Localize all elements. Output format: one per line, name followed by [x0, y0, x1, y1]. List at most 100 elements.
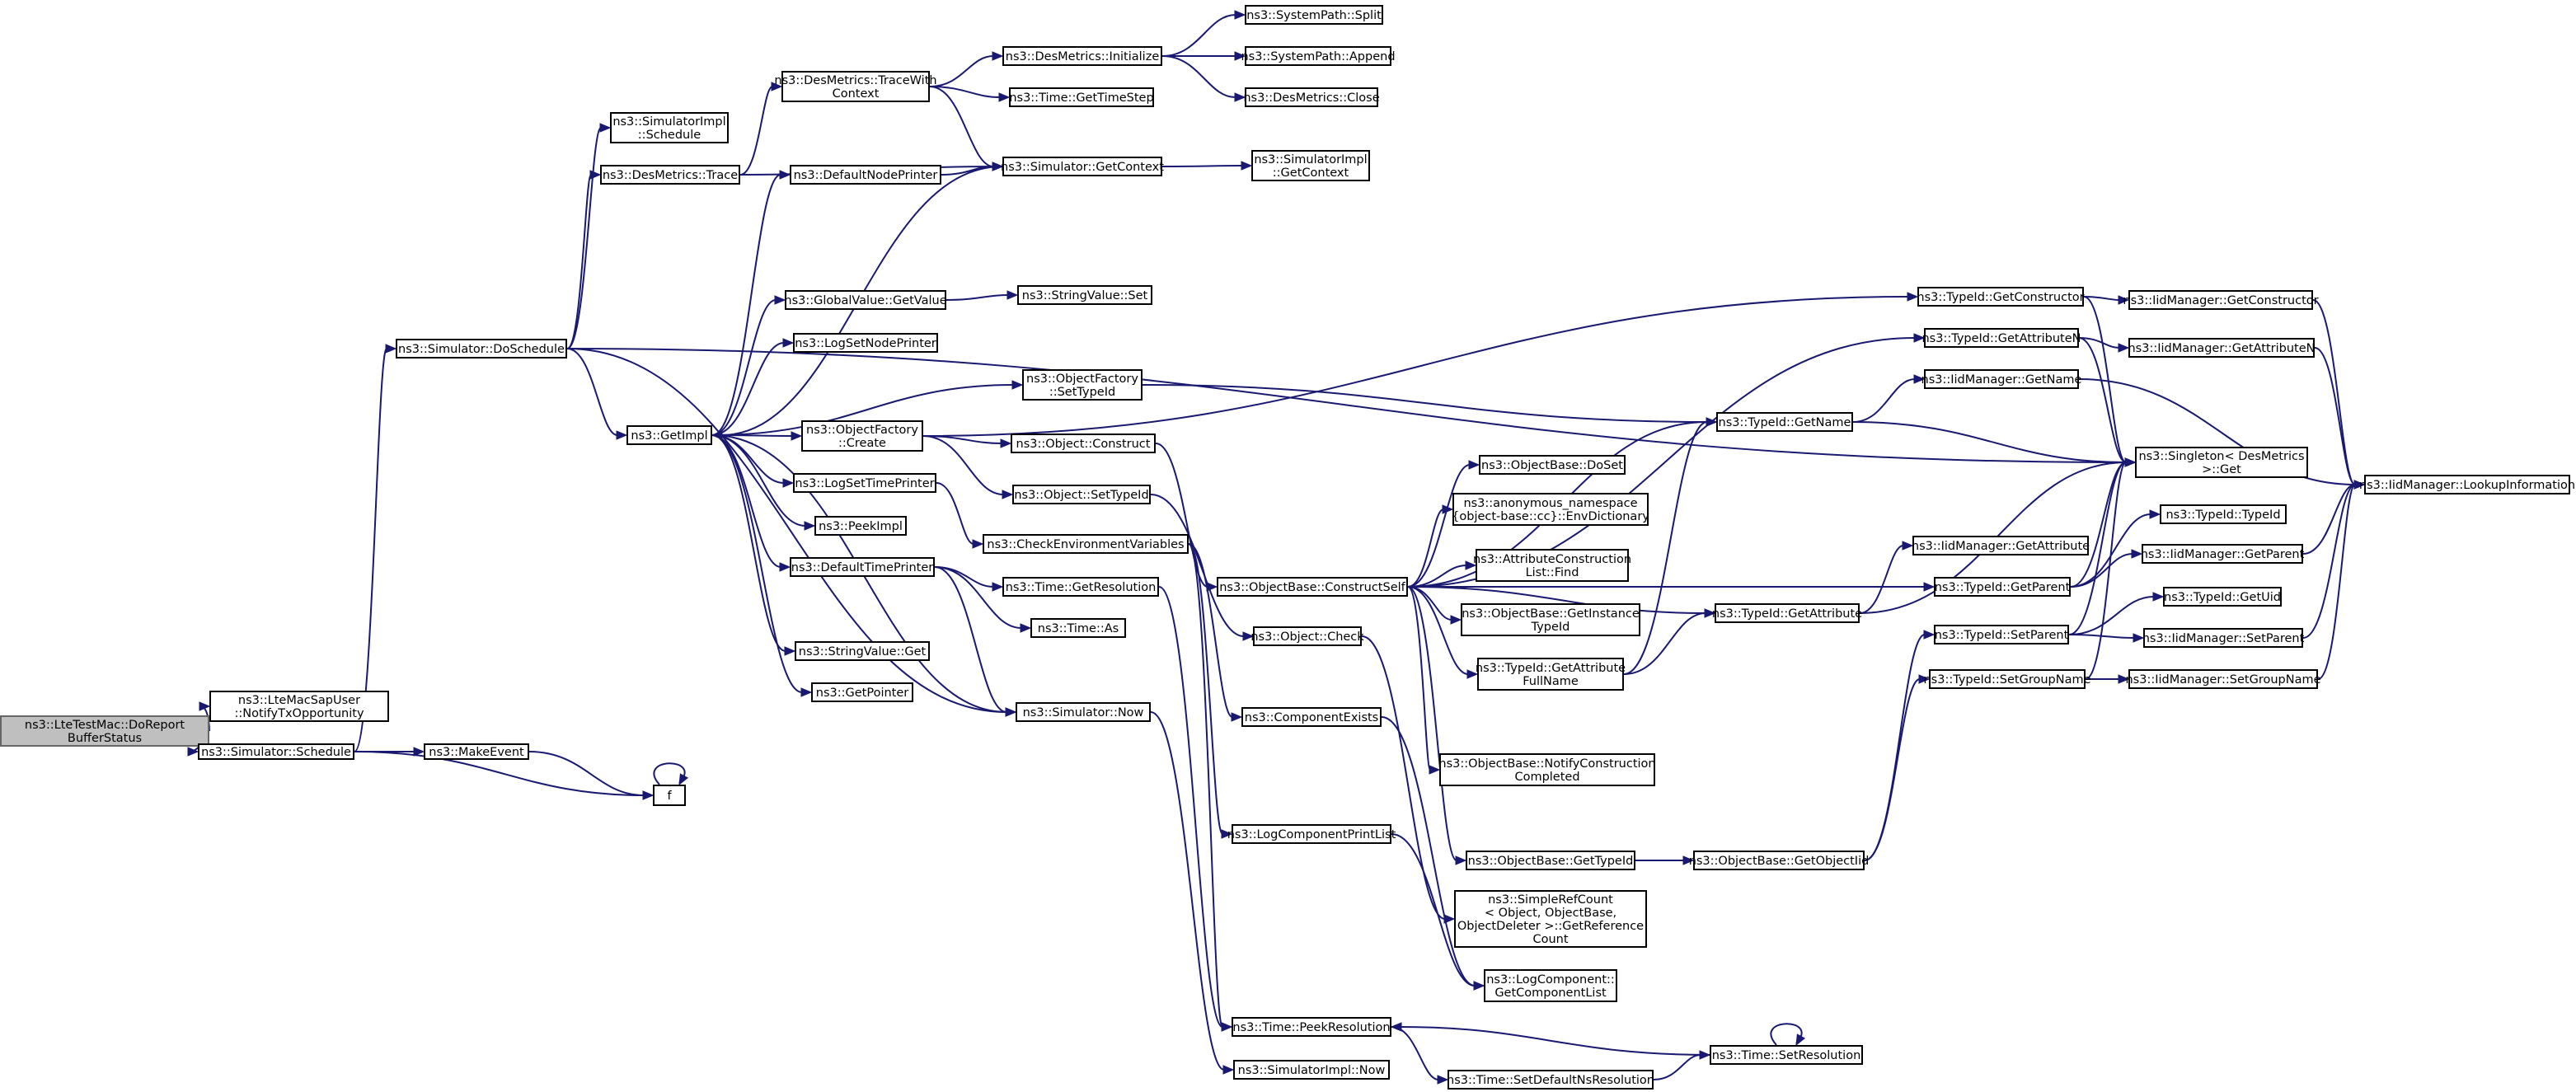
- node-typeid-getattribute[interactable]: ns3::TypeId::GetAttribute: [1712, 603, 1862, 623]
- node-label: ns3::DesMetrics::Close: [1243, 91, 1379, 105]
- node-typeid-setparent[interactable]: ns3::TypeId::SetParent: [1934, 625, 2069, 644]
- node-object-check[interactable]: ns3::Object::Check: [1250, 626, 1364, 646]
- node-typeid-getattributen[interactable]: ns3::TypeId::GetAttributeN: [1921, 328, 2081, 348]
- node-objectfactory-create[interactable]: ns3::ObjectFactory::Create: [801, 420, 923, 452]
- node-simimpl-schedule[interactable]: ns3::SimulatorImpl::Schedule: [610, 112, 729, 143]
- node-stringvalue-set[interactable]: ns3::StringValue::Set: [1017, 285, 1152, 305]
- edge-doschedule-to-singleton-get: [566, 348, 2127, 463]
- node-objectfactory-settypeid[interactable]: ns3::ObjectFactory::SetTypeId: [1022, 369, 1143, 401]
- node-simplerefcount[interactable]: ns3::SimpleRefCount< Object, ObjectBase,…: [1454, 890, 1647, 948]
- node-makeevent[interactable]: ns3::MakeEvent: [424, 743, 529, 760]
- node-envdictionary[interactable]: ns3::anonymous_namespace{object-base::cc…: [1452, 493, 1649, 526]
- node-globalvalue-getvalue[interactable]: ns3::GlobalValue::GetValue: [784, 290, 947, 310]
- node-iidmanager-setparent[interactable]: ns3::IidManager::SetParent: [2142, 628, 2305, 648]
- node-label: ns3::Time::GetTimeStep: [1009, 91, 1153, 105]
- node-label: ns3::LogComponent::: [1486, 973, 1615, 987]
- node-object-settypeid[interactable]: ns3::Object::SetTypeId: [1012, 485, 1151, 504]
- node-simulator-now[interactable]: ns3::Simulator::Now: [1016, 702, 1151, 722]
- node-time-setdefaultnsresolution[interactable]: ns3::Time::SetDefaultNsResolution: [1447, 1070, 1654, 1090]
- node-objectbase-doset[interactable]: ns3::ObjectBase::DoSet: [1479, 455, 1626, 475]
- node-time-gettimestep[interactable]: ns3::Time::GetTimeStep: [1009, 87, 1154, 107]
- node-getpointer[interactable]: ns3::GetPointer: [811, 682, 913, 702]
- node-logcomponentprintlist[interactable]: ns3::LogComponentPrintList: [1227, 824, 1396, 844]
- node-objectbase-notifyconstructioncompleted[interactable]: ns3::ObjectBase::NotifyConstructionCompl…: [1438, 753, 1656, 786]
- edge-getimpl-to-logsetnodeprinter: [711, 342, 785, 436]
- edge-checkenvvars-to-time-peekresolution: [1188, 543, 1223, 1028]
- arrow-head: [1222, 1065, 1235, 1075]
- node-simimpl-getcontext[interactable]: ns3::SimulatorImpl::GetContext: [1251, 150, 1370, 181]
- node-simimpl-now[interactable]: ns3::SimulatorImpl::Now: [1233, 1060, 1390, 1080]
- node-iidmanager-getconstructor[interactable]: ns3::IidManager::GetConstructor: [2123, 290, 2319, 310]
- node-desmetrics-trace[interactable]: ns3::DesMetrics::Trace: [600, 165, 740, 185]
- node-logsettimeprinter[interactable]: ns3::LogSetTimePrinter: [793, 473, 936, 493]
- node-iidmanager-lookupinformation[interactable]: ns3::IidManager::LookupInformation: [2359, 475, 2575, 494]
- node-box: [1934, 625, 2069, 644]
- node-componentexists[interactable]: ns3::ComponentExists: [1241, 707, 1382, 727]
- node-typeid-getconstructor[interactable]: ns3::TypeId::GetConstructor: [1917, 287, 2085, 307]
- edge-object-check-to-simplerefcount: [1361, 635, 1446, 920]
- node-box: [1448, 1070, 1654, 1090]
- node-time-peekresolution[interactable]: ns3::Time::PeekResolution: [1232, 1017, 1391, 1037]
- node-iidmanager-getparent[interactable]: ns3::IidManager::GetParent: [2141, 544, 2305, 564]
- node-object-construct[interactable]: ns3::Object::Construct: [1011, 434, 1156, 453]
- node-typeid-getname[interactable]: ns3::TypeId::GetName: [1716, 412, 1853, 432]
- node-label: ns3::TypeId::GetAttribute: [1712, 607, 1862, 621]
- node-typeid-typeid[interactable]: ns3::TypeId::TypeId: [2160, 504, 2287, 524]
- node-box: [1253, 626, 1362, 646]
- node-peekimpl[interactable]: ns3::PeekImpl: [814, 516, 907, 536]
- arrow-head: [1468, 460, 1480, 470]
- node-box: [1241, 707, 1382, 727]
- node-desmetrics-close[interactable]: ns3::DesMetrics::Close: [1243, 87, 1380, 107]
- node-box: [2135, 447, 2308, 478]
- node-label: ::SetTypeId: [1049, 386, 1115, 399]
- node-schedule[interactable]: ns3::Simulator::Schedule: [198, 743, 354, 760]
- node-time-setresolution[interactable]: ns3::Time::SetResolution: [1710, 1045, 1863, 1065]
- arrow-head: [1231, 712, 1243, 722]
- node-notify[interactable]: ns3::LteMacSapUser::NotifyTxOpportunity: [209, 691, 389, 722]
- node-logcomponent-getcomponentlist[interactable]: ns3::LogComponent::GetComponentList: [1484, 969, 1617, 1002]
- node-systempath-append[interactable]: ns3::SystemPath::Append: [1241, 46, 1396, 66]
- node-box: [1454, 890, 1647, 948]
- node-f[interactable]: f: [653, 785, 686, 806]
- node-doschedule[interactable]: ns3::Simulator::DoSchedule: [396, 339, 567, 359]
- node-box: [790, 165, 941, 185]
- node-checkenvvars[interactable]: ns3::CheckEnvironmentVariables: [983, 534, 1189, 554]
- node-label: ns3::anonymous_namespace: [1463, 497, 1637, 510]
- node-objectbase-gettypeid[interactable]: ns3::ObjectBase::GetTypeId: [1466, 851, 1635, 870]
- node-label: ns3::MakeEvent: [429, 746, 524, 759]
- arrow-head: [791, 431, 803, 441]
- node-box: [1009, 87, 1154, 107]
- node-iidmanager-getname[interactable]: ns3::IidManager::GetName: [1921, 369, 2082, 389]
- node-typeid-getuid[interactable]: ns3::TypeId::GetUid: [2163, 587, 2282, 607]
- node-time-getresolution[interactable]: ns3::Time::GetResolution: [1002, 577, 1159, 597]
- node-typeid-setgroupname[interactable]: ns3::TypeId::SetGroupName: [1923, 669, 2091, 689]
- edge-checkenvvars-to-componentexists: [1188, 543, 1233, 718]
- node-typeid-getparent[interactable]: ns3::TypeId::GetParent: [1934, 577, 2071, 597]
- node-iidmanager-getattributen[interactable]: ns3::IidManager::GetAttributeN: [2128, 338, 2316, 358]
- node-singleton-get[interactable]: ns3::Singleton< DesMetrics>::Get: [2135, 447, 2308, 478]
- arrow-head: [779, 562, 791, 572]
- node-objectbase-constructself[interactable]: ns3::ObjectBase::ConstructSelf: [1217, 577, 1408, 597]
- node-getimpl[interactable]: ns3::GetImpl: [626, 425, 712, 445]
- edge-typeid-getname-to-iidmanager-getname: [1852, 378, 1916, 423]
- node-time-as[interactable]: ns3::Time::As: [1030, 618, 1126, 638]
- node-stringvalue-get[interactable]: ns3::StringValue::Get: [795, 641, 930, 661]
- node-simulator-getcontext[interactable]: ns3::Simulator::GetContext: [1001, 157, 1164, 176]
- node-iidmanager-getattribute[interactable]: ns3::IidManager::GetAttribute: [1912, 536, 2090, 555]
- node-desmetrics-initialize[interactable]: ns3::DesMetrics::Initialize: [1002, 46, 1162, 66]
- node-iidmanager-setgroupname[interactable]: ns3::IidManager::SetGroupName: [2125, 669, 2321, 689]
- edge-doschedule-to-simimpl-schedule: [566, 127, 602, 349]
- node-defaulttimeprinter[interactable]: ns3::DefaultTimePrinter: [790, 557, 935, 577]
- node-label: ns3::IidManager::GetAttribute: [1912, 540, 2090, 553]
- arrow-head: [1429, 765, 1441, 775]
- node-logsetnodeprinter[interactable]: ns3::LogSetNodePrinter: [793, 333, 938, 353]
- node-defaultnodeprinter[interactable]: ns3::DefaultNodePrinter: [790, 165, 941, 185]
- node-systempath-split[interactable]: ns3::SystemPath::Split: [1245, 5, 1383, 25]
- node-objectbase-getobjectiid[interactable]: ns3::ObjectBase::GetObjectIid: [1689, 851, 1870, 870]
